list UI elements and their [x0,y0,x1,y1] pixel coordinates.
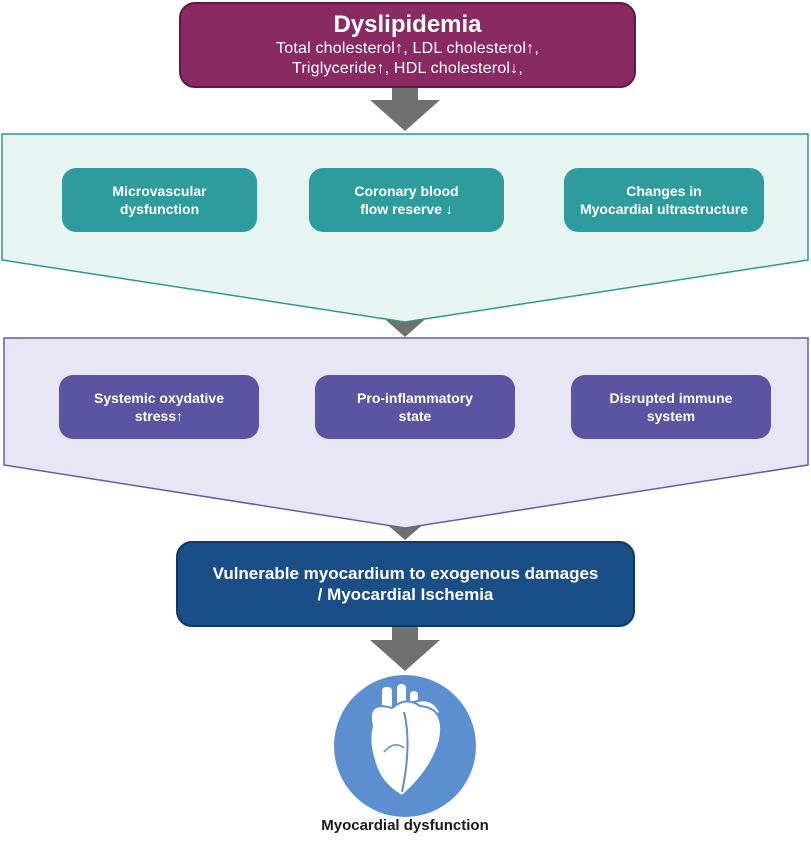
immune-system-box: Disrupted immune system [571,375,771,439]
coronary-flow-reserve-box: Coronary blood flow reserve ↓ [309,168,504,232]
vulnerable-myocardium-box: Vulnerable myocardium to exogenous damag… [176,541,635,627]
box-label-line: state [398,408,432,424]
pro-inflammatory-box: Pro-inflammatory state [315,375,515,439]
box-label-line: Pro-inflammatory [357,390,473,406]
lipid-changes-line-1: Total cholesterol↑, LDL cholesterol↑, [276,40,539,57]
box-label-line: system [646,408,696,424]
box-label-line: Systemic oxydative [94,390,224,406]
box-label-line: flow reserve ↓ [360,201,453,217]
down-arrow-1 [370,88,440,131]
down-arrow-4 [370,627,440,671]
heart-icon [369,682,442,798]
lipid-changes-line-2: Triglyceride↑, HDL cholesterol↓, [291,60,524,77]
outcome-line-2: / Myocardial Ischemia [317,585,494,604]
dyslipidemia-title: Dyslipidemia [333,11,482,38]
box-label-line: Microvascular [112,183,207,199]
box-label-line: stress↑ [134,408,184,424]
dyslipidemia-box: Dyslipidemia Total cholesterol↑, LDL cho… [179,2,636,88]
oxidative-stress-box: Systemic oxydative stress↑ [59,375,259,439]
microvascular-dysfunction-box: Microvascular dysfunction [62,168,257,232]
myocardial-dysfunction-caption: Myocardial dysfunction [321,817,489,834]
box-label-line: Myocardial ultrastructure [579,201,749,217]
box-label-line: dysfunction [119,201,200,217]
box-label-line: Coronary blood [354,183,459,199]
box-label-line: Changes in [626,183,702,199]
outcome-line-1: Vulnerable myocardium to exogenous damag… [212,564,599,583]
myocardial-ultrastructure-box: Changes in Myocardial ultrastructure [564,168,764,232]
box-label-line: Disrupted immune [609,390,733,406]
